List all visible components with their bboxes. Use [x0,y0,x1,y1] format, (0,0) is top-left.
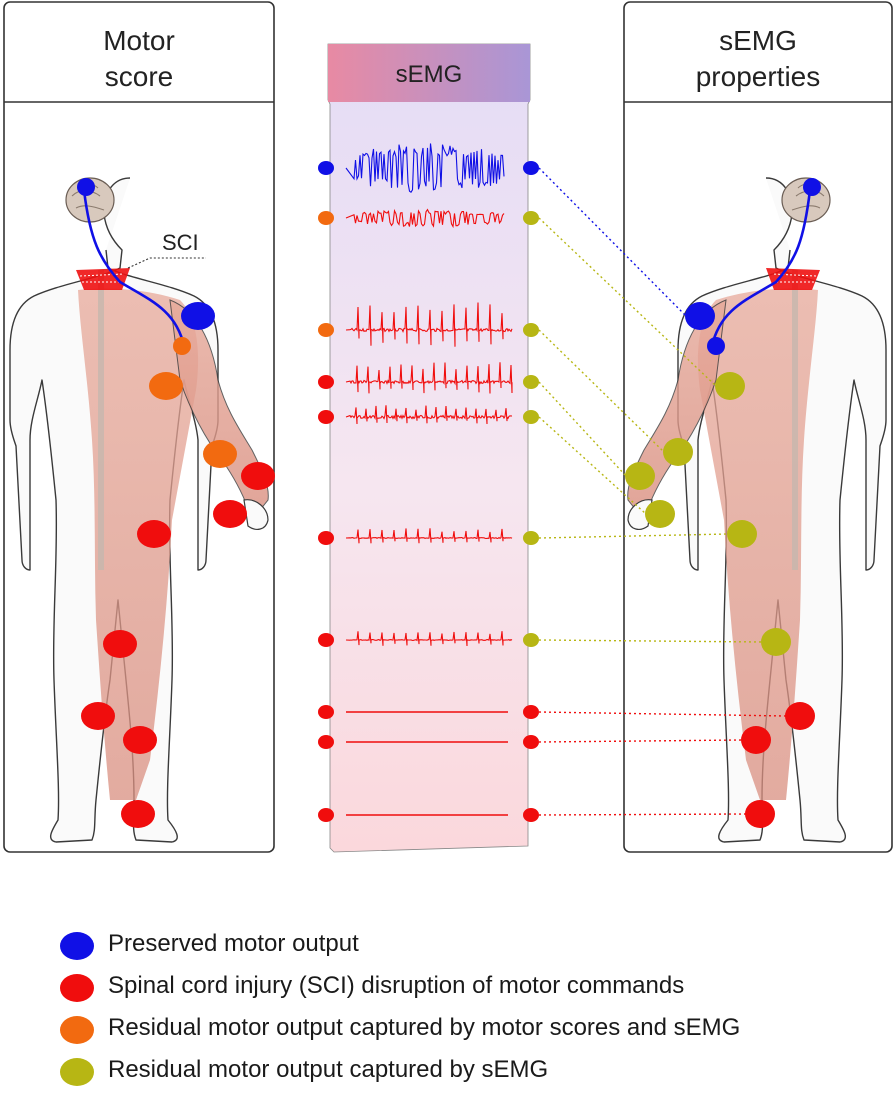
semg-strip: sEMG [327,43,531,853]
semg-trace [345,405,513,425]
right-muscle-marker [741,726,771,754]
legend-label: Residual motor output captured by sEMG [108,1056,549,1083]
semg-right-dot [523,808,539,822]
legend-swatch [60,1016,94,1044]
left-muscle-marker [203,440,237,468]
legend-item: Residual motor output captured by sEMG [60,1054,890,1096]
semg-right-dot [523,410,539,424]
motor-score-title-line1: Motor [103,25,175,56]
semg-left-dot [318,808,334,822]
connector-line [538,711,787,717]
legend-label: Spinal cord injury (SCI) disruption of m… [108,972,685,999]
right-muscle-marker [803,178,821,196]
semg-left-dot [318,410,334,424]
legend-swatch [60,974,94,1002]
semg-trace [345,143,505,193]
left-muscle-marker [181,302,215,330]
left-muscle-marker [241,462,275,490]
left-muscle-marker [121,800,155,828]
semg-title: sEMG [396,61,463,88]
semg-trace [345,528,513,544]
semg-right-dot [523,633,539,647]
semg-properties-panel: sEMG properties [623,1,893,853]
left-muscle-marker [77,178,95,196]
left-muscle-marker [149,372,183,400]
muscle-marker-layer [77,178,821,828]
legend-swatch [60,932,94,960]
right-muscle-marker [685,302,715,330]
connector-line [538,381,627,477]
connector-line [538,416,647,515]
left-muscle-marker [137,520,171,548]
connector-layer [538,167,787,816]
right-muscle-marker [707,337,725,355]
semg-right-dot [523,323,539,337]
right-motor-pathway [710,189,812,347]
semg-signal-layer [318,143,539,822]
right-muscle-marker [785,702,815,730]
connector-line [538,639,763,643]
left-muscle-marker [81,702,115,730]
semg-right-dot [523,705,539,719]
connector-line [538,739,743,743]
left-muscle-marker [123,726,157,754]
legend-label: Preserved motor output [108,930,359,957]
semg-left-dot [318,211,334,225]
motor-score-panel: Motor score SCI [3,1,275,853]
semg-left-dot [318,323,334,337]
connector-line [538,533,729,539]
semg-right-dot [523,531,539,545]
legend-label: Residual motor output captured by motor … [108,1014,741,1041]
left-muscle-marker [213,500,247,528]
legend-item: Spinal cord injury (SCI) disruption of m… [60,970,890,1012]
right-muscle-marker [645,500,675,528]
right-muscle-marker [761,628,791,656]
semg-left-dot [318,705,334,719]
left-muscle-marker [103,630,137,658]
semg-properties-title-line2: properties [696,61,821,92]
semg-right-dot [523,375,539,389]
legend-swatch [60,1058,94,1086]
connector-line [538,217,717,387]
right-muscle-marker [727,520,757,548]
semg-right-dot [523,211,539,225]
semg-left-dot [318,375,334,389]
legend-item: Residual motor output captured by motor … [60,1012,890,1054]
semg-trace [345,302,513,347]
semg-left-dot [318,633,334,647]
left-motor-pathway [82,189,186,347]
right-muscle-marker [745,800,775,828]
semg-properties-title-line1: sEMG [719,25,797,56]
semg-right-dot [523,735,539,749]
right-muscle-marker [625,462,655,490]
right-muscle-marker [715,372,745,400]
sci-label: SCI [162,230,199,255]
semg-trace [345,362,513,394]
semg-left-dot [318,735,334,749]
semg-right-dot [523,161,539,175]
semg-header [328,44,530,102]
semg-left-dot [318,531,334,545]
motor-score-title-line2: score [105,61,173,92]
sci-leader-line [127,257,206,269]
semg-left-dot [318,161,334,175]
right-muscle-marker [663,438,693,466]
semg-trace [345,631,513,647]
connector-line [538,329,665,453]
legend-item: Preserved motor output [60,928,890,970]
semg-trace [345,208,505,229]
left-muscle-marker [173,337,191,355]
